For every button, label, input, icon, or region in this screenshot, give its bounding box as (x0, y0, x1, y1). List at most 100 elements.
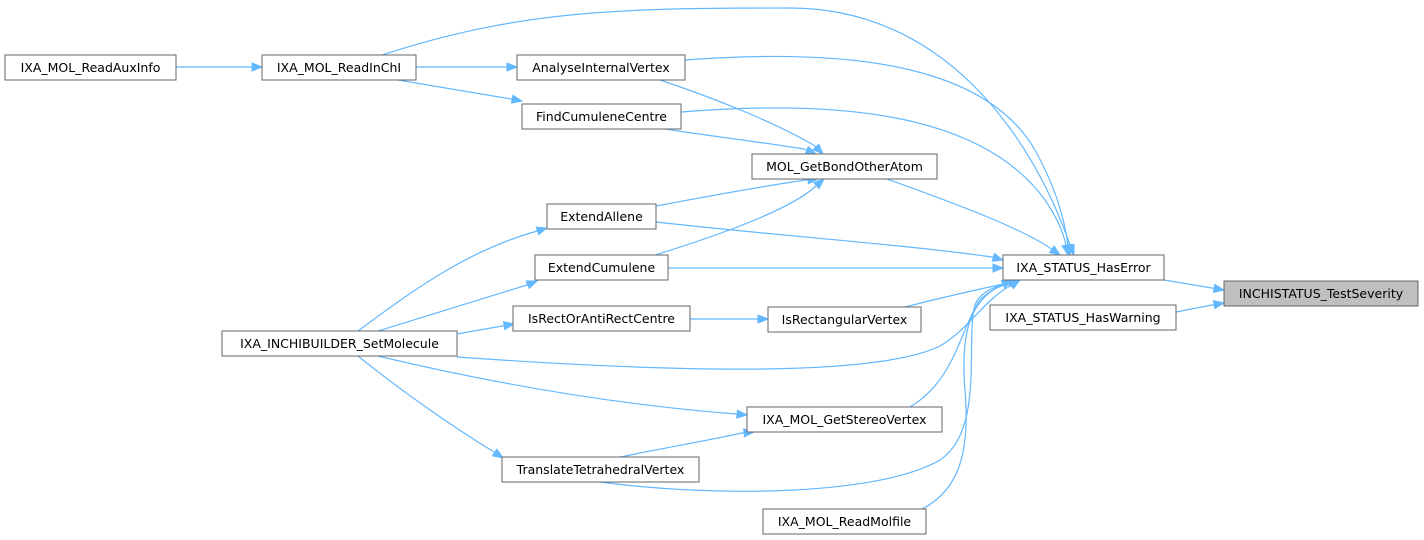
edge-arrowhead (535, 226, 549, 236)
node-label: AnalyseInternalVertex (532, 60, 670, 75)
edge-arrowhead (812, 143, 824, 155)
edge-n8-to-n1 (655, 221, 1005, 262)
node-box (521, 103, 682, 130)
edge-line (664, 128, 817, 155)
node-isrectangularvertex[interactable]: IsRectangularVertex (767, 306, 922, 333)
edge-n1-to-n0 (1163, 279, 1226, 293)
edge-n6-to-n7 (664, 128, 818, 155)
edge-n11-to-n1 (904, 278, 1020, 308)
node-extendallene[interactable]: ExtendAllene (546, 203, 657, 230)
node-translatetetrahedralvertex[interactable]: TranslateTetrahedralVertex (501, 456, 700, 483)
node-box (501, 456, 700, 483)
edge-arrowhead (506, 62, 519, 72)
node-ixa-inchibuilder-setmolecule[interactable]: IXA_INCHIBUILDER_SetMolecule (221, 330, 458, 357)
edge-n3-to-n1 (381, 7, 1075, 257)
edge-n12-to-n8 (357, 226, 549, 332)
edge-n10-to-n11 (690, 314, 770, 324)
node-label: ExtendCumulene (548, 260, 656, 275)
node-box (767, 306, 922, 333)
node-extendcumulene[interactable]: ExtendCumulene (534, 254, 669, 281)
node-label: IXA_MOL_ReadAuxInfo (21, 60, 161, 75)
edge-line (397, 79, 523, 102)
edge-line (886, 178, 1061, 256)
node-label: IXA_STATUS_HasError (1016, 260, 1151, 275)
node-analyseinternalvertex[interactable]: AnalyseInternalVertex (516, 54, 686, 81)
node-label: INCHISTATUS_TestSeverity (1239, 286, 1404, 301)
edge-arrowhead (502, 321, 516, 331)
edge-n12-to-n9 (377, 280, 539, 332)
edge-line (904, 279, 1019, 308)
edge-line (377, 280, 538, 332)
edge-line (357, 355, 504, 459)
node-ixa-status-haswarning[interactable]: IXA_STATUS_HasWarning (989, 304, 1177, 331)
edge-n7-to-n1 (886, 178, 1062, 256)
node-inchistatus-testseverity[interactable]: INCHISTATUS_TestSeverity (1223, 280, 1419, 307)
edge-n14-to-n13 (619, 428, 756, 458)
edge-line (659, 79, 824, 155)
edge-line (381, 7, 1075, 256)
node-box (261, 54, 417, 81)
edge-n3-to-n5 (416, 62, 519, 72)
edge-line (680, 107, 1069, 256)
node-ixa-mol-readauxinfo[interactable]: IXA_MOL_ReadAuxInfo (4, 54, 177, 81)
edge-arrowhead (991, 252, 1005, 262)
edge-line (655, 221, 1004, 261)
node-box (534, 254, 669, 281)
edge-arrowhead (1061, 243, 1071, 257)
edge-n5-to-n7 (659, 79, 824, 155)
node-label: IXA_MOL_ReadInChI (277, 60, 401, 75)
edge-line (654, 178, 825, 256)
node-mol-getbondotheratom[interactable]: MOL_GetBondOtherAtom (751, 153, 938, 180)
edge-n12-to-n14 (357, 355, 505, 459)
edge-line (357, 227, 548, 332)
node-box (1002, 254, 1165, 281)
node-label: IsRectOrAntiRectCentre (528, 311, 675, 326)
node-ixa-mol-readmolfile[interactable]: IXA_MOL_ReadMolfile (762, 508, 927, 535)
edge-n6-to-n1 (680, 107, 1071, 257)
edge-line (684, 55, 1071, 256)
edge-arrowhead (992, 263, 1005, 273)
node-box (989, 304, 1177, 331)
edge-n9-to-n7 (654, 178, 826, 256)
edge-line (619, 431, 755, 458)
node-ixa-mol-readinchi[interactable]: IXA_MOL_ReadInChI (261, 54, 417, 81)
node-box (1223, 280, 1419, 307)
edges-layer (176, 7, 1226, 510)
node-box (4, 54, 177, 81)
edge-line (599, 279, 1021, 492)
edge-line (456, 279, 1021, 370)
edge-n12-to-n10 (456, 321, 516, 335)
edge-arrowhead (1048, 245, 1062, 256)
edge-arrowhead (1212, 283, 1226, 293)
node-box (546, 203, 657, 230)
node-box (762, 508, 927, 535)
edge-n9-to-n1 (668, 263, 1005, 273)
edge-n4-to-n3 (176, 62, 264, 72)
edge-line (377, 355, 748, 416)
node-label: FindCumuleneCentre (536, 109, 667, 124)
edge-n3-to-n6 (397, 79, 524, 104)
node-box (516, 54, 686, 81)
edge-arrowhead (491, 448, 505, 459)
node-label: IXA_INCHIBUILDER_SetMolecule (240, 336, 439, 351)
edge-arrowhead (736, 409, 749, 419)
edge-line (655, 178, 819, 207)
node-label: IsRectangularVertex (782, 312, 908, 327)
node-label: IXA_MOL_GetStereoVertex (762, 412, 926, 427)
edge-n2-to-n0 (1175, 300, 1226, 313)
node-label: IXA_STATUS_HasWarning (1005, 310, 1160, 325)
edge-arrowhead (525, 280, 539, 290)
edge-arrowhead (757, 314, 770, 324)
edge-arrowhead (812, 178, 826, 190)
node-ixa-mol-getstereovertex[interactable]: IXA_MOL_GetStereoVertex (746, 406, 943, 433)
node-box (751, 153, 938, 180)
node-label: MOL_GetBondOtherAtom (766, 159, 923, 174)
node-label: IXA_MOL_ReadMolfile (778, 514, 912, 529)
node-isrectorantirectcentre[interactable]: IsRectOrAntiRectCentre (512, 305, 691, 332)
edge-line (921, 279, 1013, 510)
node-ixa-status-haserror[interactable]: IXA_STATUS_HasError (1002, 254, 1165, 281)
node-box (221, 330, 458, 357)
node-label: ExtendAllene (560, 209, 643, 224)
node-findcumulenecentre[interactable]: FindCumuleneCentre (521, 103, 682, 130)
